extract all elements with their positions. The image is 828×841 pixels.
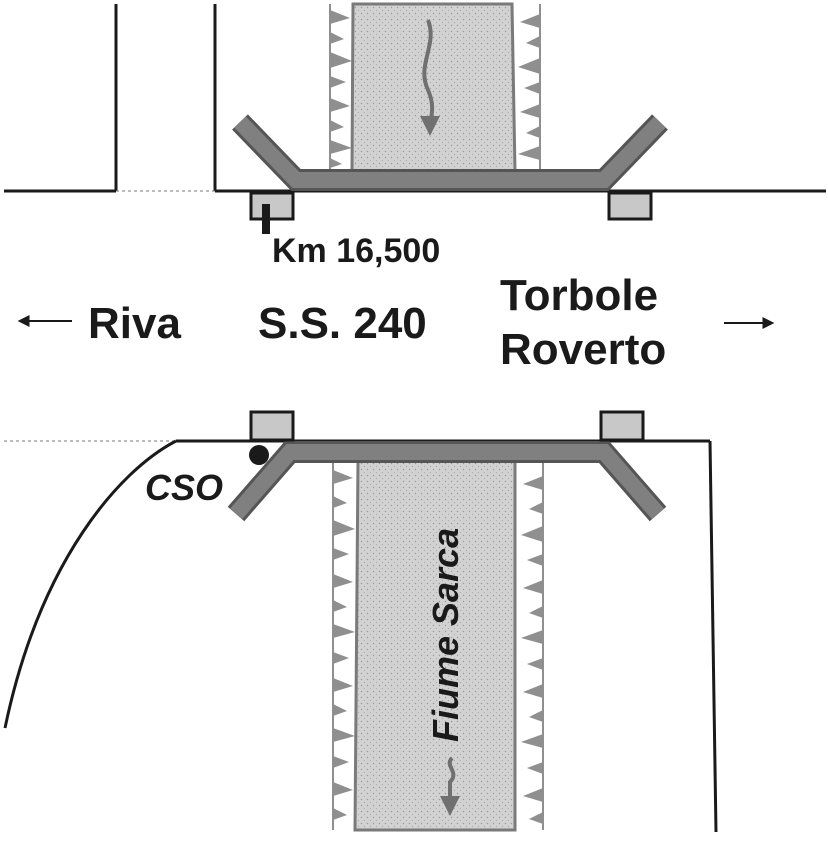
- bridge-pillar: [599, 410, 645, 442]
- outfall-point-icon: [249, 445, 269, 465]
- km-label: Km 16,500: [272, 232, 440, 270]
- riverbank-upper-left: [329, 4, 352, 172]
- river-channel-upper: [329, 2, 541, 174]
- flow-arrow-icon: [420, 19, 441, 136]
- bridge-pillar: [607, 191, 653, 221]
- bridge-pillar: [249, 410, 295, 442]
- roverto-label: Roverto: [500, 325, 666, 374]
- riva-label: Riva: [88, 299, 181, 348]
- flow-arrow-icon: [440, 756, 460, 816]
- river-channel-lower: Fiume Sarca: [332, 458, 544, 832]
- river-label: Fiume Sarca: [425, 528, 466, 742]
- torbole-label: Torbole: [500, 271, 658, 320]
- bridge-pillar: [249, 191, 295, 221]
- km-marker-post: [262, 204, 270, 234]
- road-label: S.S. 240: [258, 299, 427, 348]
- riverbank-lower-left: [332, 460, 355, 830]
- riverbank-upper-right: [518, 4, 541, 172]
- cso-label: CSO: [145, 467, 223, 508]
- riverbank-lower-right: [521, 460, 544, 830]
